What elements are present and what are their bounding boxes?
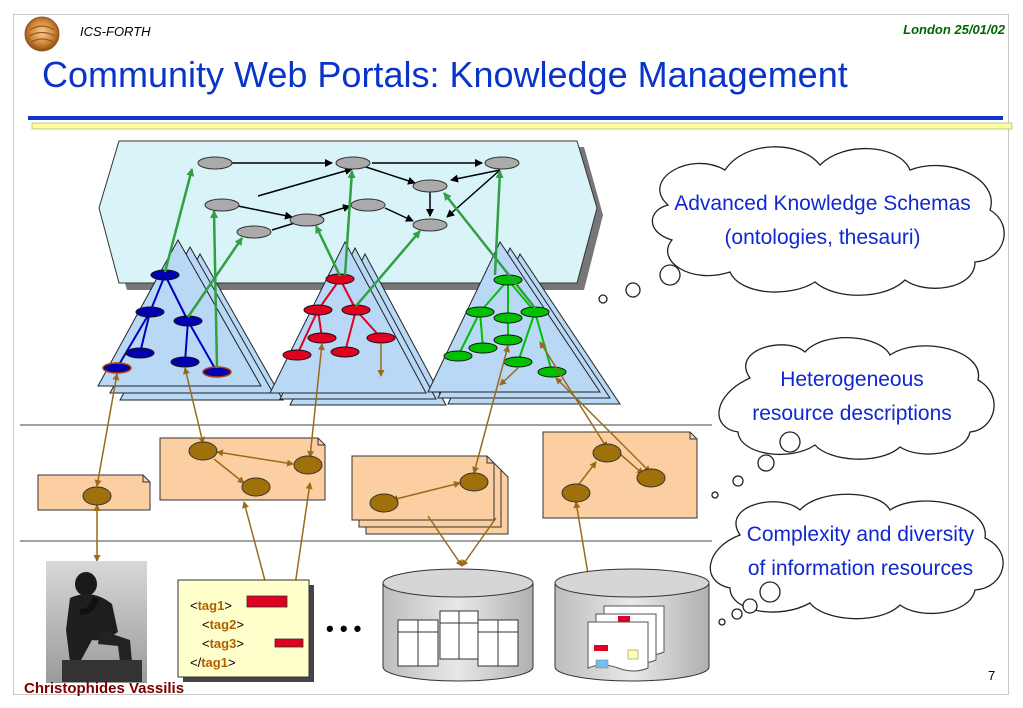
schema-nodes — [197, 156, 520, 239]
description-doc — [542, 431, 698, 519]
callout-schemas-line1: Advanced Knowledge Schemas — [674, 192, 971, 215]
schema-node — [335, 156, 371, 170]
callout-descriptions: Heterogeneous resource descriptions — [712, 363, 992, 431]
date-label: London 25/01/02 — [903, 22, 1005, 37]
callout-resources-line1: Complexity and diversity — [746, 523, 975, 546]
schema-node — [204, 198, 240, 212]
schema-node — [197, 156, 233, 170]
callout-schemas-line2: (ontologies, thesauri) — [724, 226, 921, 249]
database-cylinder-documents — [554, 568, 710, 682]
xml-line: <tag3> — [202, 636, 244, 651]
red-hierarchy — [282, 273, 396, 361]
thought-cloud-descriptions — [711, 336, 995, 499]
thought-cloud-schemas — [598, 146, 1005, 304]
resource-links — [93, 341, 651, 635]
xml-document-icon — [177, 579, 314, 682]
callout-descriptions-line1: Heterogeneous — [780, 368, 924, 391]
ellipsis: • • • — [326, 616, 362, 641]
xml-line: <tag2> — [202, 617, 244, 632]
blue-hierarchy — [102, 269, 232, 378]
schema-node — [412, 218, 448, 232]
xml-example: <tag1> <tag2> <tag3> </tag1> — [180, 582, 310, 678]
schema-node — [484, 156, 520, 170]
author-name: Christophides Vassilis — [24, 680, 185, 697]
schema-node — [412, 179, 448, 193]
org-name: ICS-FORTH — [80, 24, 151, 39]
callout-resources-line2: of information resources — [747, 557, 974, 580]
forth-logo-icon — [24, 16, 60, 52]
description-nodes — [82, 441, 666, 513]
title-rule-yellow — [31, 122, 1013, 130]
slide-frame — [13, 14, 1009, 695]
thought-cloud-resources — [709, 493, 1004, 626]
callout-schemas: Advanced Knowledge Schemas (ontologies, … — [630, 187, 1015, 255]
schema-node — [236, 225, 272, 239]
database-cylinder-structured — [382, 568, 534, 682]
schema-node — [350, 198, 386, 212]
thinker-statue-image — [46, 561, 147, 683]
page-number: 7 — [988, 668, 996, 683]
xml-line: </tag1> — [190, 655, 236, 670]
schema-mapping-links — [163, 168, 536, 369]
callout-descriptions-line2: resource descriptions — [752, 402, 952, 425]
callout-resources: Complexity and diversity of information … — [708, 518, 1013, 586]
description-doc-stack — [351, 455, 509, 535]
title-rule-blue — [28, 116, 1003, 120]
slide-title: Community Web Portals: Knowledge Managem… — [42, 54, 848, 95]
schema-node — [289, 213, 325, 227]
xml-line: <tag1> — [190, 598, 232, 613]
